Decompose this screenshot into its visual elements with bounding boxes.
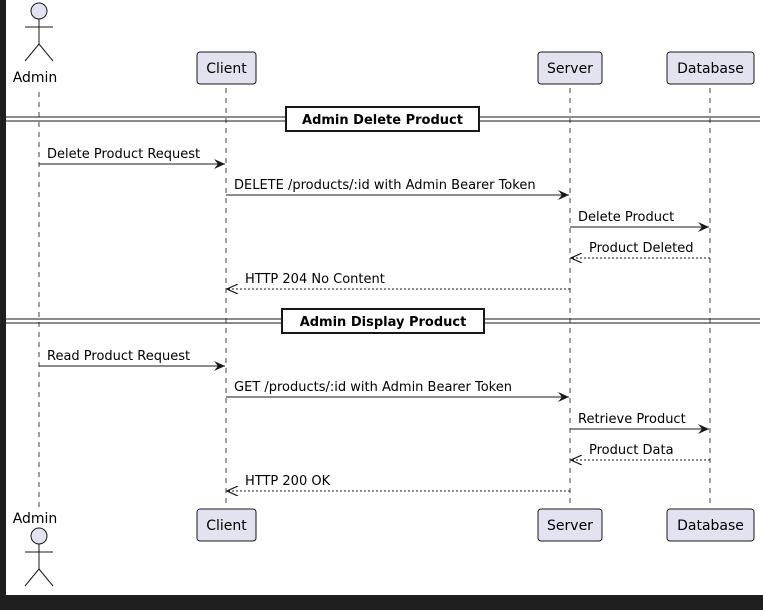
participant-box	[666, 508, 755, 542]
message-label: HTTP 204 No Content	[245, 272, 385, 287]
participant-box	[537, 508, 603, 542]
message-label: DELETE /products/:id with Admin Bearer T…	[234, 178, 536, 193]
participant-database-bottom: Database	[666, 508, 755, 542]
participant-box	[666, 51, 755, 85]
message-label: HTTP 200 OK	[245, 474, 331, 489]
participant-label-client: Client	[206, 518, 247, 534]
participant-box	[196, 508, 257, 542]
message-1-5: HTTP 204 No Content	[227, 272, 570, 289]
actor-head-icon	[30, 2, 48, 20]
diagram-background	[6, 0, 763, 595]
actor-admin-top-icon	[24, 2, 54, 62]
message-1-2: DELETE /products/:id with Admin Bearer T…	[226, 178, 569, 200]
group-title: Admin Display Product	[300, 315, 467, 330]
participant-server-top: Server	[537, 51, 603, 85]
message-1-3: Delete Product	[570, 210, 709, 232]
message-label: Product Deleted	[589, 241, 693, 256]
participant-database-top: Database	[666, 51, 755, 85]
group-divider-2: Admin Display Product	[6, 308, 760, 334]
actor-leg-right	[38, 568, 54, 587]
participants: AdminAdminClientClientServerServerDataba…	[13, 2, 755, 587]
participant-label-database: Database	[677, 518, 744, 534]
actor-leg-left	[24, 568, 40, 587]
message-label: Read Product Request	[47, 349, 190, 364]
message-2-1: Read Product Request	[39, 349, 225, 371]
participant-label-database: Database	[677, 61, 744, 77]
participant-server-bottom: Server	[537, 508, 603, 542]
message-label: Delete Product	[578, 210, 674, 225]
participant-client-bottom: Client	[196, 508, 257, 542]
message-2-2: GET /products/:id with Admin Bearer Toke…	[226, 380, 569, 402]
participant-label-server: Server	[547, 61, 593, 77]
message-2-5: HTTP 200 OK	[227, 474, 570, 491]
message-2-3: Retrieve Product	[570, 412, 709, 434]
message-label: Retrieve Product	[578, 412, 686, 427]
actor-admin-bottom-icon	[24, 527, 54, 587]
participant-client-top: Client	[196, 51, 257, 85]
lifelines	[38, 88, 711, 512]
participant-label-admin-bottom: Admin	[13, 511, 58, 527]
divider-label-box	[281, 308, 485, 334]
message-label: GET /products/:id with Admin Bearer Toke…	[234, 380, 512, 395]
participant-box	[537, 51, 603, 85]
message-1-1: Delete Product Request	[39, 147, 225, 169]
actor-head-icon	[30, 527, 48, 545]
participant-label-admin-top: Admin	[13, 70, 58, 86]
group-title: Admin Delete Product	[302, 113, 463, 128]
message-2-4: Product Data	[571, 443, 710, 460]
group-divider-1: Admin Delete Product	[6, 106, 760, 132]
participant-box	[196, 51, 257, 85]
message-1-4: Product Deleted	[571, 241, 710, 258]
message-label: Delete Product Request	[47, 147, 200, 162]
message-label: Product Data	[589, 443, 674, 458]
divider-label-box	[285, 106, 480, 132]
participant-label-server: Server	[547, 518, 593, 534]
actor-leg-right	[38, 43, 54, 62]
actor-leg-left	[24, 43, 40, 62]
participant-label-client: Client	[206, 61, 247, 77]
